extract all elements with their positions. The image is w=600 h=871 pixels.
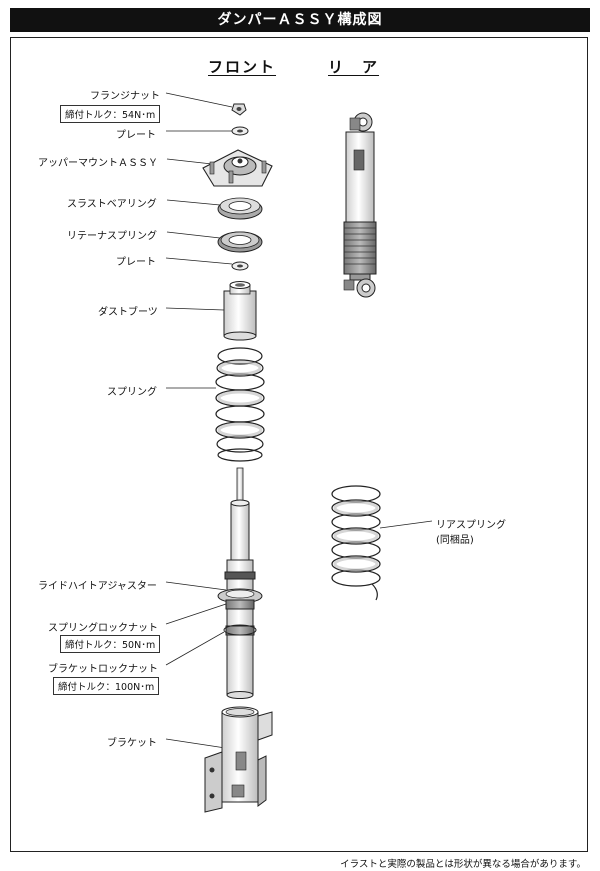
front-damper-body <box>217 467 263 699</box>
label-spring-lock-nut: スプリングロックナット <box>48 623 158 634</box>
dust-boot-part <box>223 281 257 341</box>
label-dust-boot: ダストブーツ <box>98 307 158 318</box>
front-coil-spring <box>215 347 265 462</box>
label-flange-nut: フランジナット <box>90 91 160 102</box>
upper-mount-part <box>202 149 273 187</box>
torque-54: 締付トルク：54N･m <box>60 105 161 123</box>
flange-nut-part <box>231 103 247 116</box>
label-upper-mount: アッパーマウントＡＳＳＹ <box>38 158 158 169</box>
diagram-frame <box>10 37 588 852</box>
torque-50: 締付トルク：50N･m <box>60 635 161 653</box>
front-coil-spring-fill <box>217 360 263 438</box>
torque-100: 締付トルク：100N･m <box>53 677 160 695</box>
leader-lines <box>165 92 433 750</box>
footnote: イラストと実際の製品とは形状が異なる場合があります。 <box>340 859 586 870</box>
plate-part-2 <box>231 261 249 271</box>
diagram-title: ダンパーＡＳＳＹ構成図 <box>10 8 590 32</box>
rear-damper-part <box>343 112 377 298</box>
label-plate-2: プレート <box>116 257 156 268</box>
retainer-spring-part <box>217 231 263 253</box>
label-spring: スプリング <box>107 387 157 398</box>
plate-part-1 <box>231 126 249 136</box>
rear-header: リ ア <box>328 58 380 76</box>
label-rear-spring: リアスプリング <box>436 520 506 531</box>
label-thrust-bearing: スラストベアリング <box>67 199 157 210</box>
front-header: フロント <box>208 58 277 76</box>
front-bracket-part <box>204 706 273 813</box>
label-plate-1: プレート <box>116 130 156 141</box>
label-ride-height-adjuster: ライドハイトアジャスター <box>38 581 157 592</box>
label-bundled: (同梱品) <box>436 535 474 546</box>
thrust-bearing-part <box>217 197 263 220</box>
rear-coil-spring-fill <box>333 500 379 572</box>
label-bracket-lock-nut: ブラケットロックナット <box>48 664 158 675</box>
label-bracket: ブラケット <box>107 738 157 749</box>
label-retainer-spring: リテーナスプリング <box>67 231 157 242</box>
